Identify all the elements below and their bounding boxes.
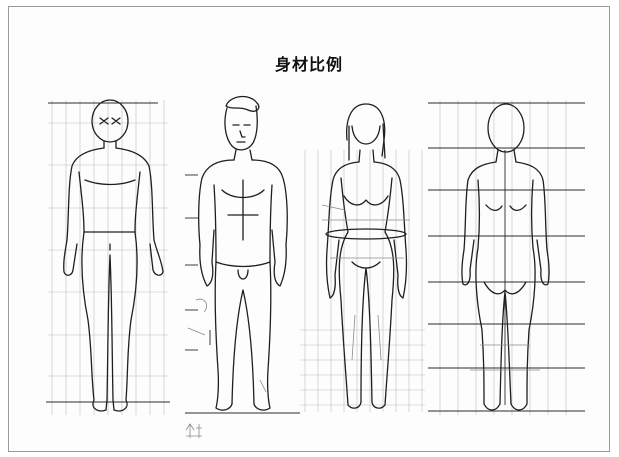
male-figure-sketch-marks bbox=[187, 298, 267, 393]
scribble-mark bbox=[185, 423, 202, 438]
sketch-sheet: 身材比例 bbox=[8, 6, 610, 452]
guide-lines-panel-2 bbox=[185, 174, 300, 414]
sheet-title: 身材比例 bbox=[274, 55, 343, 74]
grid-panel-3 bbox=[300, 150, 425, 412]
base-figure-front bbox=[63, 99, 164, 412]
figure-back-sketch-marks bbox=[470, 344, 540, 371]
figure-back bbox=[461, 103, 550, 411]
guide-lines-panel-4 bbox=[428, 102, 585, 412]
female-figure-sketch-marks bbox=[321, 204, 410, 361]
guide-lines-panel-1 bbox=[46, 102, 170, 403]
female-figure-front bbox=[325, 103, 408, 409]
grid-panel-1 bbox=[48, 100, 168, 415]
male-figure-front bbox=[198, 95, 288, 411]
